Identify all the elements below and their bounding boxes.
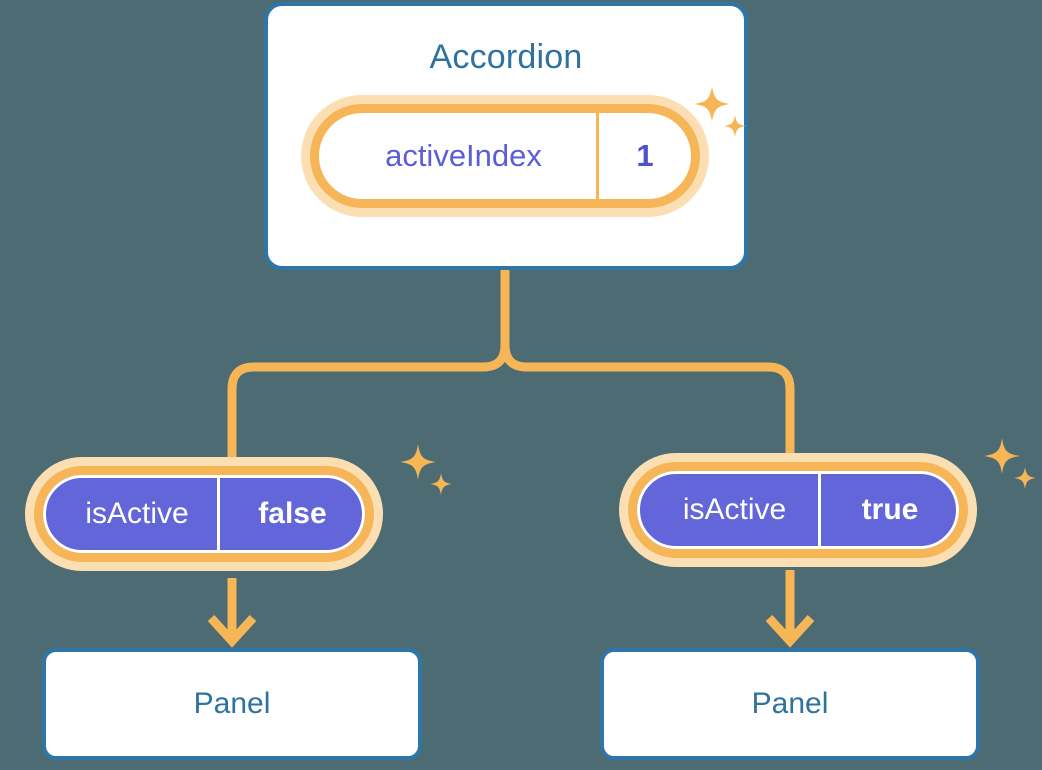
panel-label: Panel [193, 687, 271, 720]
state-key-label: isActive [637, 471, 821, 549]
arrow-left-head-icon [207, 614, 257, 648]
panel-component-card-right[interactable]: Panel [600, 648, 980, 760]
state-pill-isactive-false[interactable]: isActive false [34, 466, 374, 562]
state-value-label: 1 [636, 138, 654, 173]
state-pill-isactive-true[interactable]: isActive true [628, 462, 968, 558]
page-title: Accordion [429, 38, 583, 76]
sparkle-small-icon [430, 473, 452, 495]
state-value-label: true [861, 493, 919, 526]
state-key-label: isActive [43, 475, 220, 553]
right-state-pill-container: isActive true [628, 462, 968, 558]
connector-trunk-and-branches [227, 265, 795, 471]
state-key-label: activeIndex [319, 113, 599, 199]
arrow-right-head-icon [765, 614, 815, 648]
panel-label: Panel [751, 687, 829, 720]
sparkle-small-icon [1014, 467, 1036, 489]
sparkle-icon [980, 434, 1042, 503]
sparkle-icon [396, 440, 460, 509]
sparkle-large-icon [984, 438, 1020, 474]
left-state-pill-container: isActive false [34, 466, 374, 562]
sparkle-large-icon [400, 444, 436, 480]
state-value-label: false [258, 497, 327, 530]
panel-component-card-left[interactable]: Panel [42, 648, 422, 760]
state-pill-activeindex[interactable]: activeIndex 1 [310, 104, 700, 208]
root-state-pill-container: activeIndex 1 [310, 104, 700, 208]
